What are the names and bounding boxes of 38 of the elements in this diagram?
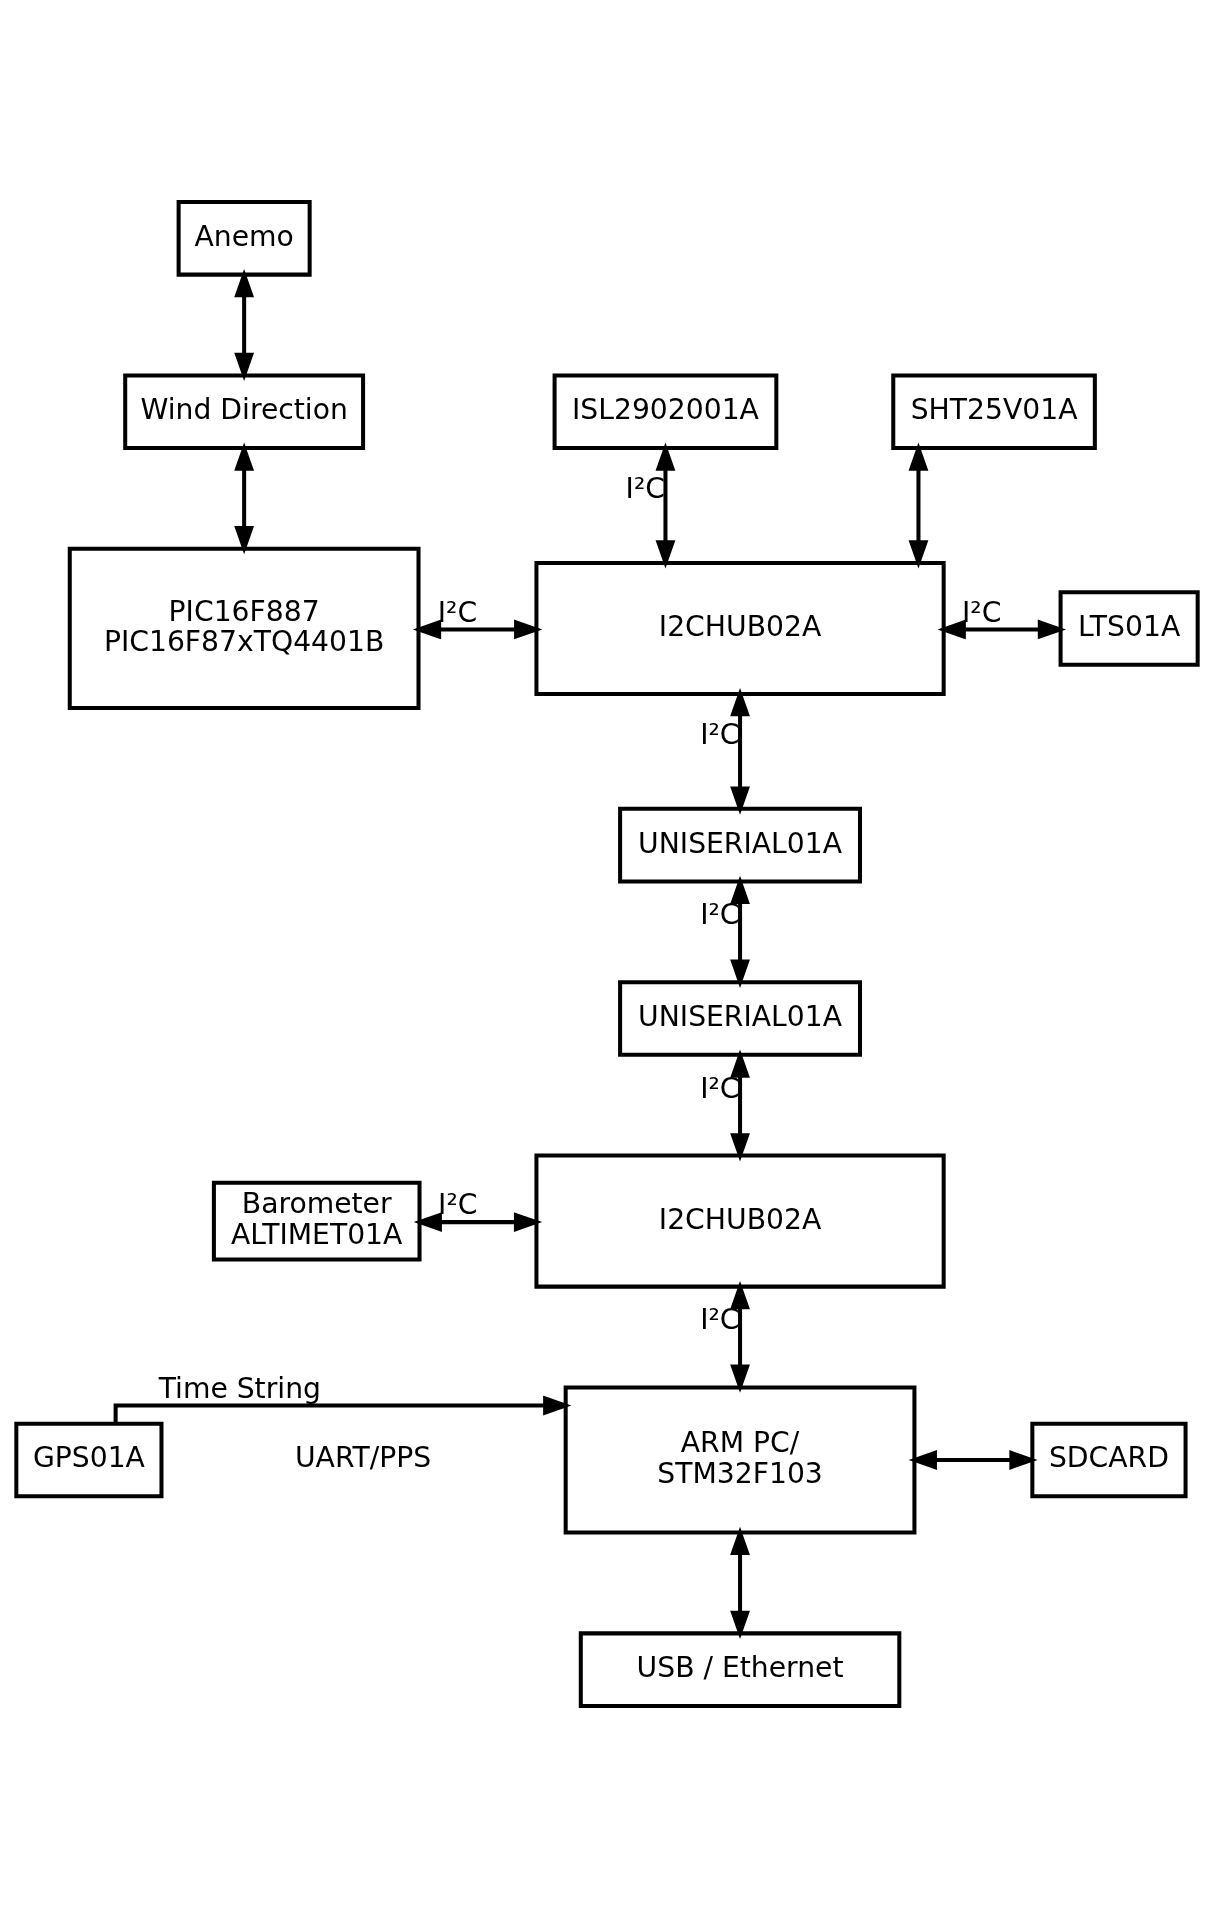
arrow bbox=[730, 875, 750, 988]
arrow bbox=[113, 1395, 572, 1424]
node-box: Barometer ALTIMET01A bbox=[211, 1180, 422, 1262]
node-box: Wind Direction bbox=[123, 373, 366, 451]
node-box: UNISERIAL01A bbox=[618, 980, 862, 1057]
arrow bbox=[908, 442, 929, 569]
node-box: I2CHUB02A bbox=[534, 560, 946, 696]
edge-label: I²C bbox=[700, 1303, 740, 1337]
edge-label: I²C bbox=[700, 1071, 740, 1105]
node-box: LTS01A bbox=[1058, 590, 1200, 667]
arrow bbox=[937, 619, 1067, 640]
node-box: SDCARD bbox=[1030, 1421, 1188, 1499]
node-box: PIC16F887 PIC16F87xTQ4401B bbox=[67, 546, 421, 711]
edge-label: I²C bbox=[700, 898, 740, 932]
edge-label: I²C bbox=[962, 595, 1002, 629]
node-box: ARM PC/ STM32F103 bbox=[563, 1385, 917, 1535]
edge-label: Time String bbox=[158, 1371, 321, 1405]
arrow bbox=[908, 1450, 1038, 1470]
edge-label: I²C bbox=[700, 717, 740, 751]
node-box: GPS01A bbox=[14, 1421, 164, 1499]
node-box: USB / Ethernet bbox=[578, 1631, 902, 1708]
arrow bbox=[413, 1212, 543, 1232]
node-box: I2CHUB02A bbox=[534, 1153, 946, 1289]
arrow bbox=[730, 687, 750, 815]
edge-label: I²C bbox=[437, 595, 478, 629]
arrow bbox=[730, 1526, 750, 1640]
label: UART/PPS bbox=[294, 1441, 432, 1475]
node-box: ISL2902001A bbox=[552, 373, 779, 451]
arrow bbox=[234, 442, 255, 555]
arrow bbox=[655, 442, 676, 569]
arrow bbox=[730, 1280, 750, 1393]
arrow bbox=[412, 619, 543, 640]
edge-label: I²C bbox=[438, 1188, 478, 1222]
arrow bbox=[234, 269, 255, 382]
arrow bbox=[730, 1049, 750, 1162]
node-box: UNISERIAL01A bbox=[618, 806, 862, 884]
node-box: SHT25V01A bbox=[891, 373, 1097, 451]
node-box: Anemo bbox=[176, 200, 312, 277]
